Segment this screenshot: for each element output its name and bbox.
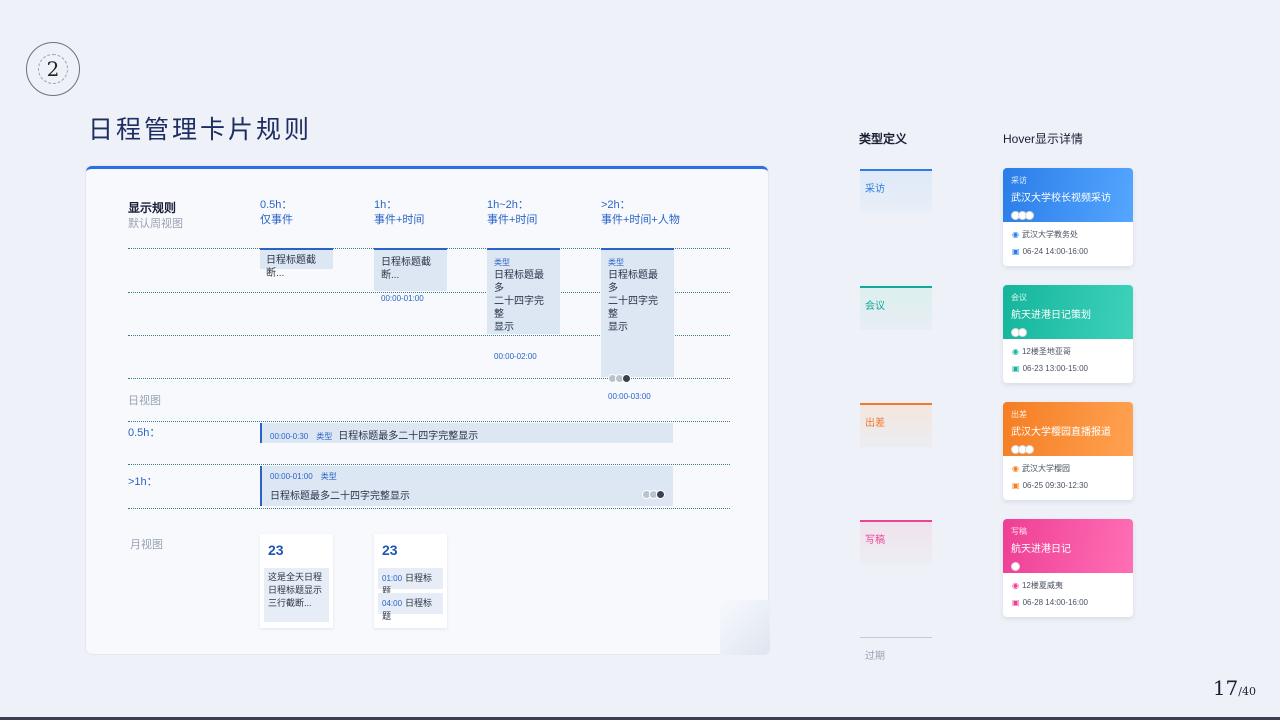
hover-detail-heading: Hover显示详情 <box>1003 132 1084 146</box>
attendee-avatars <box>1011 324 1125 339</box>
page-title: 日程管理卡片规则 <box>88 115 313 144</box>
type-meeting: 会议 <box>860 286 932 330</box>
calendar-icon: ▣ <box>1012 598 1020 607</box>
type-expired: 过期 <box>860 637 932 667</box>
logo-number: 2 <box>38 54 68 84</box>
page-number: 17/40 <box>1212 676 1256 700</box>
month-date: 23 <box>268 542 284 558</box>
allday-event[interactable]: 这是全天日程 日程标题显示 三行截断... <box>264 568 329 622</box>
day-view-label: 日视图 <box>128 395 161 407</box>
page-curl-decoration <box>720 600 770 655</box>
bottom-border <box>0 717 1280 720</box>
column-header-2: 1h：事件+时间 <box>374 199 425 226</box>
location-pin-icon: ◉ <box>1012 347 1019 356</box>
type-business-trip: 出差 <box>860 403 932 447</box>
calendar-icon: ▣ <box>1012 247 1020 256</box>
attendee-avatars <box>1011 207 1125 222</box>
month-day-card-allday[interactable]: 23 这是全天日程 日程标题显示 三行截断... <box>260 534 333 628</box>
attendee-avatars <box>1011 558 1125 573</box>
grid-line <box>128 292 730 293</box>
attendee-avatars <box>1011 441 1125 456</box>
week-event-card-2h[interactable]: 类型 日程标题最多 二十四字完整 显示 00:00-02:00 <box>487 248 560 361</box>
month-date: 23 <box>382 542 398 558</box>
grid-line <box>128 378 730 379</box>
type-interview: 采访 <box>860 169 932 213</box>
grid-line <box>128 464 730 465</box>
attendee-avatars <box>642 489 665 500</box>
hover-card-writing[interactable]: 写稿 航天进港日记 ◉12楼夏威夷 ▣06-28 14:00-16:00 <box>1003 519 1133 617</box>
grid-line <box>128 421 730 422</box>
grid-line <box>128 335 730 336</box>
grid-line <box>128 508 730 509</box>
hover-card-interview[interactable]: 采访 武汉大学校长视频采访 ◉武汉大学教务处 ▣06-24 14:00-16:0… <box>1003 168 1133 266</box>
display-rules-title: 显示规则 <box>128 201 177 215</box>
type-definition-heading: 类型定义 <box>859 132 908 146</box>
avatar <box>622 373 631 383</box>
type-writing: 写稿 <box>860 520 932 564</box>
week-event-card-3h[interactable]: 类型 日程标题最多 二十四字完整 显示 00:00-03:00 <box>601 248 674 401</box>
hover-card-meeting[interactable]: 会议 航天进港日记策划 ◉12楼圣地亚哥 ▣06-23 13:00-15:00 <box>1003 285 1133 383</box>
month-view-label: 月视图 <box>130 539 163 551</box>
day-row2-duration: >1h： <box>128 476 158 488</box>
day-row1-duration: 0.5h： <box>128 427 161 439</box>
location-pin-icon: ◉ <box>1012 464 1019 473</box>
week-view-label: 默认周视图 <box>128 218 183 230</box>
calendar-icon: ▣ <box>1012 364 1020 373</box>
location-pin-icon: ◉ <box>1012 230 1019 239</box>
calendar-icon: ▣ <box>1012 481 1020 490</box>
column-header-1: 0.5h：仅事件 <box>260 199 293 226</box>
portfolio-logo: 2 <box>26 42 80 96</box>
week-event-card-1h[interactable]: 日程标题截断... 00:00-01:00 <box>374 248 447 303</box>
location-pin-icon: ◉ <box>1012 581 1019 590</box>
attendee-avatars <box>608 372 667 385</box>
hover-card-business-trip[interactable]: 出差 武汉大学樱园直播报道 ◉武汉大学樱园 ▣06-25 09:30-12:30 <box>1003 402 1133 500</box>
week-event-card-0.5h[interactable]: 日程标题截断... <box>260 248 333 279</box>
column-header-3: 1h~2h：事件+时间 <box>487 199 538 226</box>
column-header-4: >2h：事件+时间+人物 <box>601 199 680 226</box>
avatar <box>656 489 665 499</box>
